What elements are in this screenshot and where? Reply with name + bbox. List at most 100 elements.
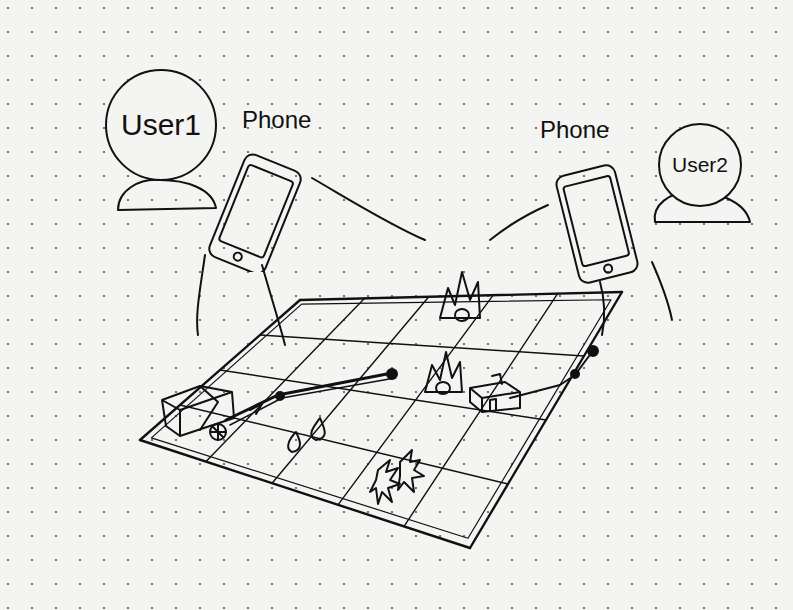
paper-dot bbox=[7, 511, 9, 513]
paper-dot bbox=[223, 247, 225, 249]
paper-dot bbox=[415, 103, 417, 105]
paper-dot bbox=[319, 535, 321, 537]
paper-dot bbox=[391, 127, 393, 129]
paper-dot bbox=[415, 415, 417, 417]
paper-dot bbox=[535, 535, 537, 537]
paper-dot bbox=[607, 343, 609, 345]
paper-dot bbox=[79, 343, 81, 345]
paper-dot bbox=[79, 31, 81, 33]
paper-dot bbox=[175, 247, 177, 249]
paper-dot bbox=[31, 439, 33, 441]
paper-dot bbox=[31, 487, 33, 489]
paper-dot bbox=[343, 79, 345, 81]
paper-dot bbox=[55, 391, 57, 393]
paper-dot bbox=[175, 31, 177, 33]
paper-dot bbox=[655, 367, 657, 369]
paper-dot bbox=[775, 223, 777, 225]
paper-dot bbox=[775, 7, 777, 9]
paper-dot bbox=[103, 319, 105, 321]
paper-dot bbox=[103, 607, 105, 609]
paper-dot bbox=[631, 487, 633, 489]
paper-dot bbox=[535, 463, 537, 465]
paper-dot bbox=[343, 199, 345, 201]
paper-dot bbox=[631, 295, 633, 297]
paper-dot bbox=[439, 247, 441, 249]
paper-dot bbox=[7, 607, 9, 609]
paper-dot bbox=[79, 79, 81, 81]
paper-dot bbox=[247, 511, 249, 513]
paper-dot bbox=[79, 439, 81, 441]
paper-dot bbox=[775, 367, 777, 369]
paper-dot bbox=[55, 607, 57, 609]
paper-dot bbox=[127, 247, 129, 249]
paper-dot bbox=[31, 583, 33, 585]
paper-dot bbox=[487, 151, 489, 153]
view-line bbox=[312, 178, 425, 240]
paper-dot bbox=[607, 511, 609, 513]
paper-dot bbox=[559, 343, 561, 345]
paper-dot bbox=[775, 175, 777, 177]
paper-dot bbox=[703, 31, 705, 33]
paper-dot bbox=[247, 583, 249, 585]
paper-dot bbox=[463, 247, 465, 249]
paper-dot bbox=[55, 511, 57, 513]
paper-dot bbox=[7, 391, 9, 393]
drop-icon bbox=[288, 432, 300, 452]
paper-dot bbox=[511, 271, 513, 273]
paper-dot bbox=[151, 583, 153, 585]
paper-dot bbox=[175, 55, 177, 57]
paper-dot bbox=[367, 151, 369, 153]
view-line bbox=[262, 265, 285, 345]
paper-dot bbox=[679, 415, 681, 417]
paper-dot bbox=[751, 367, 753, 369]
paper-dot bbox=[463, 199, 465, 201]
paper-dot bbox=[391, 175, 393, 177]
paper-dot bbox=[343, 583, 345, 585]
paper-dot bbox=[319, 127, 321, 129]
paper-dot bbox=[631, 79, 633, 81]
paper-dot bbox=[175, 295, 177, 297]
paper-dot bbox=[343, 223, 345, 225]
paper-dot bbox=[199, 343, 201, 345]
paper-dot bbox=[391, 439, 393, 441]
paper-dot bbox=[751, 55, 753, 57]
paper-dot bbox=[319, 583, 321, 585]
paper-dot bbox=[271, 55, 273, 57]
paper-dot bbox=[583, 247, 585, 249]
paper-dot bbox=[103, 583, 105, 585]
paper-dot bbox=[223, 79, 225, 81]
paper-dot bbox=[559, 295, 561, 297]
paper-dot bbox=[463, 607, 465, 609]
paper-dot bbox=[391, 391, 393, 393]
paper-dot bbox=[415, 535, 417, 537]
paper-dot bbox=[295, 511, 297, 513]
paper-dot bbox=[151, 487, 153, 489]
user-circle: User1 bbox=[104, 68, 218, 182]
paper-dot bbox=[247, 319, 249, 321]
paper-dot bbox=[439, 559, 441, 561]
paper-dot bbox=[55, 271, 57, 273]
paper-dot bbox=[199, 487, 201, 489]
paper-dot bbox=[439, 343, 441, 345]
paper-dot bbox=[103, 31, 105, 33]
paper-dot bbox=[151, 511, 153, 513]
paper-dot bbox=[103, 247, 105, 249]
paper-dot bbox=[103, 487, 105, 489]
paper-dot bbox=[271, 439, 273, 441]
paper-dot bbox=[463, 511, 465, 513]
paper-dot bbox=[151, 319, 153, 321]
paper-dot bbox=[631, 175, 633, 177]
paper-dot bbox=[367, 607, 369, 609]
paper-dot bbox=[175, 511, 177, 513]
paper-dot bbox=[7, 223, 9, 225]
paper-dot bbox=[703, 271, 705, 273]
paper-dot bbox=[151, 607, 153, 609]
paper-dot bbox=[271, 559, 273, 561]
paper-dot bbox=[127, 367, 129, 369]
view-line bbox=[490, 205, 548, 240]
user-circle: User2 bbox=[657, 122, 743, 208]
paper-dot bbox=[751, 463, 753, 465]
paper-dot bbox=[175, 7, 177, 9]
paper-dot bbox=[271, 199, 273, 201]
paper-dot bbox=[679, 79, 681, 81]
